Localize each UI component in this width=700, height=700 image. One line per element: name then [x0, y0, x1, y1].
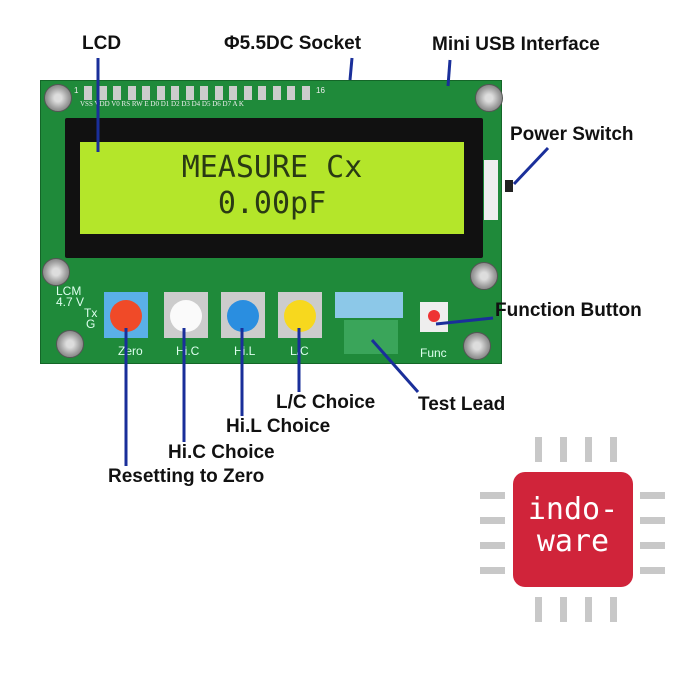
screw: [463, 332, 491, 360]
header-pin: [214, 86, 223, 100]
header-pin: [258, 86, 266, 100]
indoware-logo: indo-ware: [480, 437, 665, 622]
logo-chip-pin: [640, 492, 665, 499]
lcd-line1: MEASURE Cx: [181, 150, 363, 185]
hil-label: Hi.L: [234, 344, 256, 358]
header-pin: [171, 86, 179, 100]
usb-leader: [446, 59, 452, 87]
test-callout: Test Lead: [418, 394, 506, 415]
header-pin: [243, 86, 252, 100]
logo-chip-pin: [480, 567, 505, 574]
screw: [470, 262, 498, 290]
logo-chip-pin: [560, 597, 567, 622]
test-lead-terminal[interactable]: [344, 320, 398, 354]
logo-chip-pin: [585, 437, 592, 462]
logo-chip: indo-ware: [513, 472, 633, 587]
header-pin: [185, 86, 194, 100]
zero-button[interactable]: [104, 292, 148, 338]
socket-callout: Φ5.5DC Socket: [224, 33, 362, 54]
func-label: Func: [420, 346, 447, 360]
zero-callout: Resetting to Zero: [108, 466, 265, 487]
power-switch-body: [484, 160, 498, 220]
logo-chip-pin: [560, 437, 567, 462]
header-pin: [229, 86, 237, 100]
logo-chip-pin: [535, 597, 542, 622]
header-pin: [287, 86, 295, 100]
logo-chip-pin: [585, 597, 592, 622]
screw: [42, 258, 70, 286]
header-pin: [301, 86, 310, 100]
hi-c-button[interactable]: [164, 292, 208, 338]
screw: [44, 84, 72, 112]
pin1-label: 1: [74, 86, 79, 95]
logo-chip-pin: [480, 492, 505, 499]
socket-leader: [348, 57, 354, 81]
test-leader: [370, 339, 420, 393]
header-pin: [200, 86, 208, 100]
header-pin: [156, 86, 165, 100]
l-c-button[interactable]: [278, 292, 322, 338]
logo-chip-pin: [480, 517, 505, 524]
header-pin: [113, 86, 121, 100]
blue-component: [335, 292, 403, 318]
header-pin: [142, 86, 150, 100]
logo-chip-pin: [640, 567, 665, 574]
hil-callout: Hi.L Choice: [226, 416, 331, 437]
logo-chip-pin: [640, 542, 665, 549]
lcd-line2: 0.00pF: [217, 186, 327, 221]
pin-labels: VSS VDD V0 RS RW E D0 D1 D2 D3 D4 D5 D6 …: [80, 100, 244, 108]
header-pin: [272, 86, 281, 100]
pin16-label: 16: [316, 86, 325, 95]
logo-chip-pin: [610, 597, 617, 622]
power-callout: Power Switch: [510, 124, 634, 145]
screw: [56, 330, 84, 358]
lcd-callout: LCD: [82, 33, 122, 54]
hic-callout: Hi.C Choice: [168, 442, 275, 463]
usb-callout: Mini USB Interface: [432, 34, 600, 55]
logo-chip-pin: [610, 437, 617, 462]
power-switch[interactable]: [505, 180, 513, 192]
power-leader: [512, 146, 550, 186]
screw: [475, 84, 503, 112]
header-pin: [127, 86, 136, 100]
hic-label: Hi.C: [176, 344, 200, 358]
header-pin: [84, 86, 92, 100]
header-pin: [98, 86, 107, 100]
func-callout: Function Button: [495, 300, 642, 321]
lcd-screen: MEASURE Cx 0.00pF: [80, 142, 464, 234]
logo-chip-pin: [535, 437, 542, 462]
func-leader: [435, 316, 494, 326]
func-button[interactable]: [420, 302, 448, 332]
logo-chip-pin: [640, 517, 665, 524]
lc-callout: L/C Choice: [276, 392, 376, 413]
logo-chip-pin: [480, 542, 505, 549]
zero-label: Zero: [118, 344, 143, 358]
